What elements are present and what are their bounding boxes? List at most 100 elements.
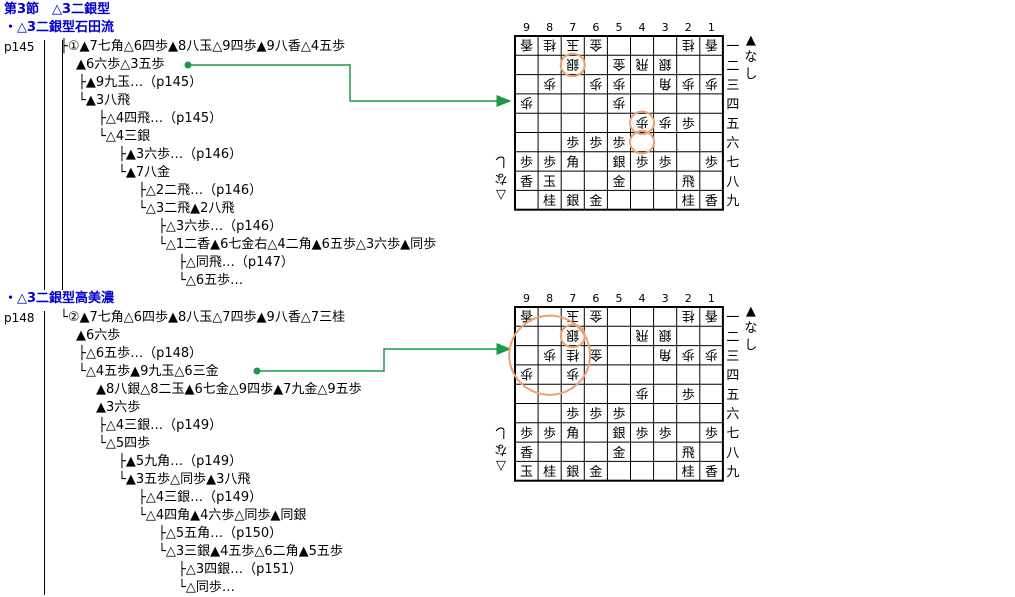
sente-piece: 角	[566, 426, 579, 441]
rank-label: 九	[726, 465, 739, 480]
move-line: ▲3六歩	[96, 400, 141, 415]
sente-piece: 歩	[612, 136, 625, 151]
hand-label: な	[494, 171, 507, 186]
sente-piece: 歩	[636, 155, 649, 170]
sente-piece: 歩	[589, 407, 602, 422]
gote-piece: 香	[520, 37, 533, 52]
gote-piece: 角	[659, 75, 672, 90]
rank-label: 三	[726, 349, 739, 364]
sente-piece: 香	[520, 175, 533, 190]
gote-piece: 香	[705, 308, 718, 323]
sente-piece: 桂	[543, 194, 556, 209]
sente-piece: 角	[566, 155, 579, 170]
move-line: └△3三銀▲4五歩△6二角▲5五歩	[158, 544, 343, 559]
gote-piece: 銀	[659, 327, 672, 342]
gote-piece: 歩	[682, 346, 695, 361]
sente-piece: 桂	[682, 194, 695, 209]
gote-piece: 金	[612, 56, 625, 72]
gote-piece: 銀	[659, 56, 672, 71]
hand-label: し	[744, 338, 757, 353]
file-label: 8	[546, 292, 553, 305]
sente-piece: 香	[705, 194, 718, 209]
variation2-page: p148	[4, 311, 35, 325]
highlight-circle	[629, 110, 656, 136]
sente-piece: 香	[520, 446, 533, 461]
variation1-heading: ・△3二銀型石田流	[4, 20, 115, 35]
move-line: ├①▲7七角△6四歩▲8八玉△9四歩▲9八香△4五歩	[60, 39, 346, 54]
sente-piece: 香	[705, 465, 718, 480]
file-label: 1	[708, 292, 715, 305]
variation1-page: p145	[4, 40, 35, 54]
file-label: 6	[592, 21, 599, 34]
sente-piece: 歩	[543, 155, 556, 170]
gote-piece: 桂	[566, 346, 579, 361]
move-line: ├△4三銀…（p149）	[98, 418, 223, 433]
gote-piece: 香	[705, 37, 718, 52]
hand-label: △	[496, 188, 506, 203]
gote-piece: 飛	[636, 327, 649, 342]
gote-piece: 銀	[566, 56, 579, 71]
file-label: 2	[685, 21, 692, 34]
gote-piece: 歩	[705, 75, 718, 90]
tree-line	[44, 40, 45, 290]
gote-piece: 歩	[636, 114, 649, 129]
file-label: 9	[523, 21, 530, 34]
file-label: 5	[615, 21, 622, 34]
rank-label: 六	[726, 136, 739, 151]
move-line: ▲6六歩	[76, 328, 121, 343]
rank-label: 七	[726, 155, 739, 170]
sente-piece: 歩	[705, 155, 718, 170]
sente-piece: 銀	[612, 155, 625, 170]
sente-piece: 歩	[705, 426, 718, 441]
hand-label: な	[744, 50, 757, 65]
sente-piece: 歩	[589, 136, 602, 151]
file-label: 3	[662, 21, 669, 34]
sente-piece: 歩	[682, 388, 695, 403]
rank-label: 七	[726, 426, 739, 441]
move-line: └△同歩…	[178, 580, 235, 595]
gote-piece: 歩	[682, 75, 695, 90]
gote-piece: 歩	[543, 346, 556, 361]
hand-label: し	[494, 154, 507, 169]
move-line: └②▲7七角△6四歩▲8八玉△7四歩▲9八香△7三桂	[60, 310, 346, 325]
hand-label: ▲	[746, 33, 756, 48]
variation2-heading: ・△3二銀型高美濃	[4, 291, 115, 306]
rank-label: 八	[726, 175, 739, 190]
hand-label: △	[496, 459, 506, 474]
file-label: 7	[569, 21, 576, 34]
move-line: └△1二香▲6七金右△4二角▲6五歩△3六歩▲同歩	[158, 237, 437, 252]
gote-piece: 歩	[612, 95, 625, 110]
sente-piece: 玉	[543, 175, 556, 190]
rank-label: 四	[726, 98, 739, 113]
sente-piece: 桂	[682, 465, 695, 480]
sente-piece: 歩	[543, 426, 556, 441]
arrow-line	[188, 64, 512, 107]
file-label: 1	[708, 21, 715, 34]
highlight-circle	[629, 129, 656, 155]
gote-piece: 歩	[705, 346, 718, 361]
file-label: 2	[685, 292, 692, 305]
gote-piece: 金	[589, 308, 602, 324]
file-label: 6	[592, 292, 599, 305]
rank-label: 六	[726, 407, 739, 422]
move-line: └△3二飛▲2八飛	[138, 201, 235, 216]
move-line: ├△4三銀…（p149）	[138, 490, 263, 505]
move-line: └▲7八金	[118, 165, 171, 180]
file-label: 9	[523, 292, 530, 305]
gote-piece: 金	[589, 346, 602, 362]
sente-piece: 銀	[612, 426, 625, 441]
file-label: 5	[615, 292, 622, 305]
rank-label: 三	[726, 78, 739, 93]
rank-label: 二	[726, 330, 739, 345]
gote-piece: 桂	[543, 37, 556, 52]
highlight-circle	[508, 314, 592, 396]
sente-piece: 玉	[520, 465, 533, 480]
pointer-arrows	[184, 61, 512, 375]
file-label: 8	[546, 21, 553, 34]
sente-piece: 銀	[566, 465, 579, 480]
hand-label: し	[744, 67, 757, 82]
move-line: ├△3六歩…（p146）	[158, 219, 283, 234]
